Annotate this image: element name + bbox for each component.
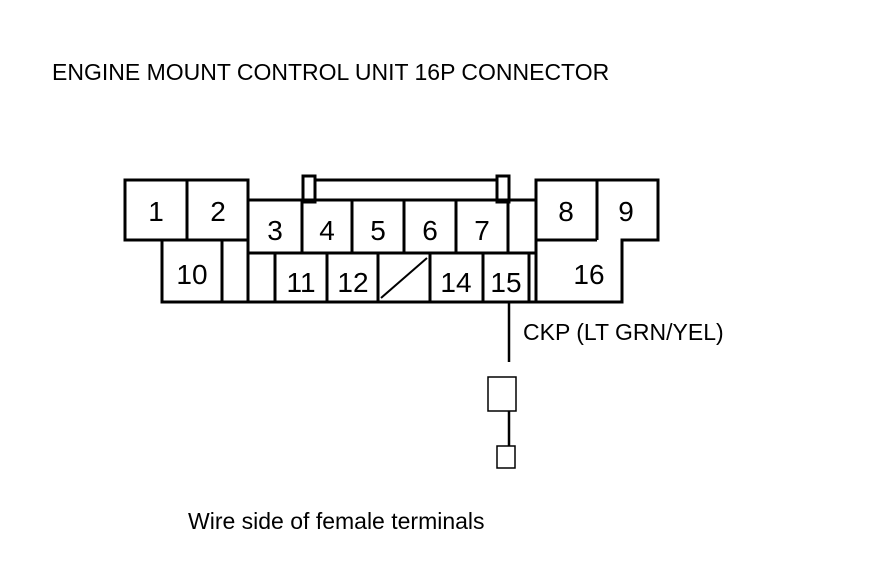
latch-left-post	[301, 174, 317, 204]
probe-tip	[496, 445, 516, 469]
pin-8-label: 8	[558, 196, 574, 227]
pin-7-label: 7	[474, 215, 490, 246]
connector-body	[123, 174, 660, 304]
pin-labels: 1 2 3 4 5 6 7 8 9 10 11 12 14 15 16	[148, 196, 634, 298]
ckp-wire	[487, 302, 517, 469]
pin-10-label: 10	[176, 259, 207, 290]
pin-9-label: 9	[618, 196, 634, 227]
empty-cavity-slash	[380, 257, 428, 299]
diagram-title: ENGINE MOUNT CONTROL UNIT 16P CONNECTOR	[52, 59, 609, 85]
pin-11-label: 11	[286, 267, 315, 298]
back-probe-terminal	[487, 376, 517, 412]
pin-16-label: 16	[573, 259, 604, 290]
pin-14-label: 14	[440, 267, 471, 298]
pin-15-label: 15	[490, 267, 521, 298]
pin-4-label: 4	[319, 215, 335, 246]
pin-2-label: 2	[210, 196, 226, 227]
pin-12-label: 12	[337, 267, 368, 298]
view-caption: Wire side of female terminals	[188, 508, 485, 534]
pin-6-label: 6	[422, 215, 438, 246]
pin-1-label: 1	[148, 196, 164, 227]
wire-color-label: CKP (LT GRN/YEL)	[523, 319, 724, 345]
latch-right-post	[495, 174, 511, 204]
pin-5-label: 5	[370, 215, 386, 246]
pin-3-label: 3	[267, 215, 283, 246]
